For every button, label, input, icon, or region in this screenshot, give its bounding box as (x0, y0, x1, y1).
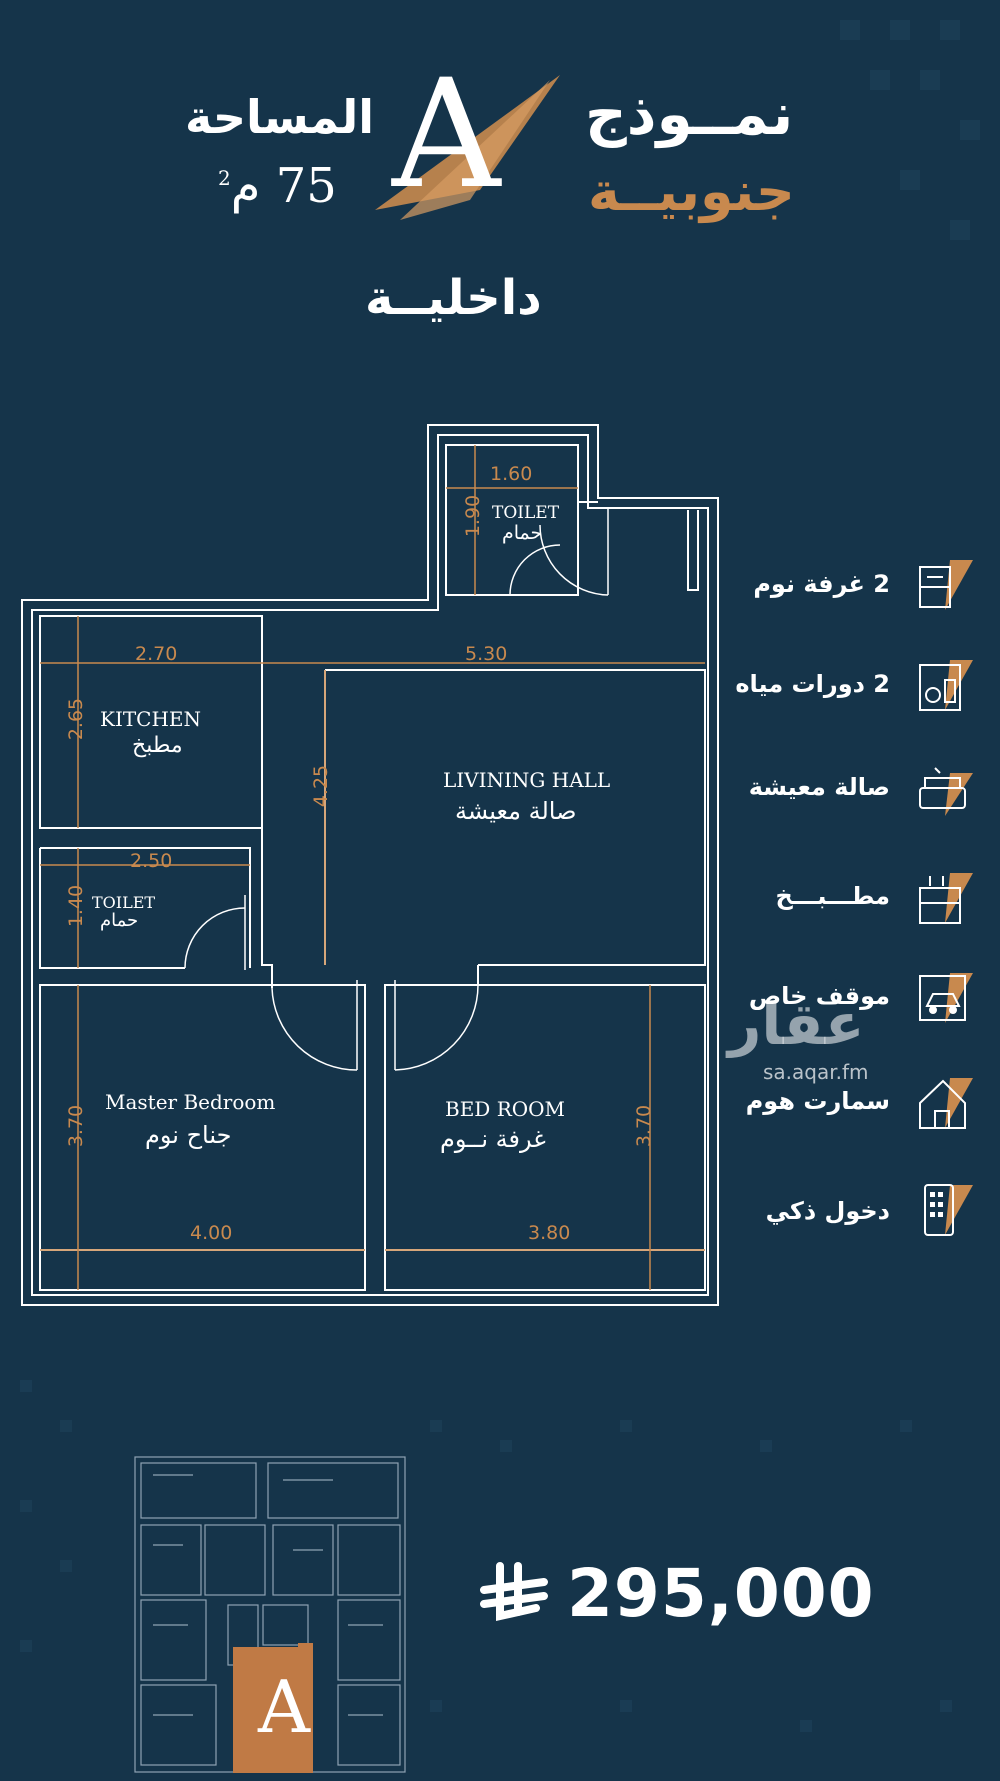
dim-master-height: 3.70 (65, 1104, 88, 1148)
dim-master-width: 4.00 (190, 1222, 233, 1244)
feature-smart-home: سمارت هوم (745, 1087, 890, 1115)
feature-kitchen: مطـــبـــخ (775, 882, 890, 910)
master-bedroom-label-en: Master Bedroom (105, 1090, 276, 1114)
site-plan-letter: A (258, 1665, 310, 1749)
bedroom-label-en: BED ROOM (445, 1097, 566, 1121)
floor-plan (21, 424, 719, 1306)
site-plan (134, 1456, 406, 1773)
riyal-icon (480, 1562, 548, 1621)
toilet-left-label-en: TOILET (92, 893, 156, 912)
orientation-label: جنوبيــة (588, 160, 795, 223)
dim-kitchen-height: 2.65 (65, 697, 88, 741)
area-value: 75 م2 (218, 158, 337, 214)
feature-bedrooms: 2 غرفة نوم (753, 570, 890, 598)
area-label: المساحة (185, 90, 375, 144)
living-hall-label-ar: صالة معيشة (455, 797, 577, 825)
toilet-left-label-ar: حمام (100, 910, 139, 931)
kitchen-label-ar: مطبخ (132, 733, 183, 758)
dim-toilet-top-height: 1.90 (462, 494, 485, 538)
price-value: 295,000 (567, 1555, 875, 1632)
bed-icon (919, 560, 973, 610)
watermark-brand: عقار (728, 990, 865, 1058)
smart-lock-icon (924, 1184, 973, 1236)
watermark-url: sa.aqar.fm (763, 1060, 869, 1084)
parking-icon (919, 973, 973, 1023)
feature-parking: موقف خاص (748, 982, 890, 1010)
dim-living-height: 4.25 (310, 764, 333, 808)
dim-toilet-left-height: 1.40 (65, 884, 88, 928)
feature-bathrooms: 2 دورات مياه (735, 670, 890, 698)
feature-living: صالة معيشة (748, 773, 890, 801)
kitchen-icon (919, 873, 973, 924)
model-label: نمــوذج (585, 80, 794, 148)
dim-toilet-top-width: 1.60 (490, 463, 533, 485)
logo-swoosh-icon (375, 75, 560, 220)
dim-toilet-left-width: 2.50 (130, 850, 173, 872)
living-hall-label-en: LIVINING HALL (443, 768, 611, 792)
dim-living-width: 5.30 (465, 643, 508, 665)
dim-bedroom-height: 3.70 (633, 1104, 656, 1148)
sofa-icon (919, 767, 973, 816)
master-bedroom-label-ar: جناح نوم (145, 1121, 232, 1149)
smart-home-icon (919, 1078, 973, 1129)
bathroom-icon (919, 660, 973, 711)
toilet-top-label-ar: حمام (502, 522, 543, 544)
toilet-top-label-en: TOILET (492, 503, 560, 523)
dim-bedroom-width: 3.80 (528, 1222, 571, 1244)
model-letter: A (392, 48, 501, 222)
dim-kitchen-width: 2.70 (135, 643, 178, 665)
location-label: داخليــة (365, 270, 542, 326)
kitchen-label-en: KITCHEN (100, 707, 202, 731)
bedroom-label-ar: غرفة نــوم (440, 1125, 546, 1153)
feature-smart-entry: دخول ذكي (765, 1197, 890, 1225)
